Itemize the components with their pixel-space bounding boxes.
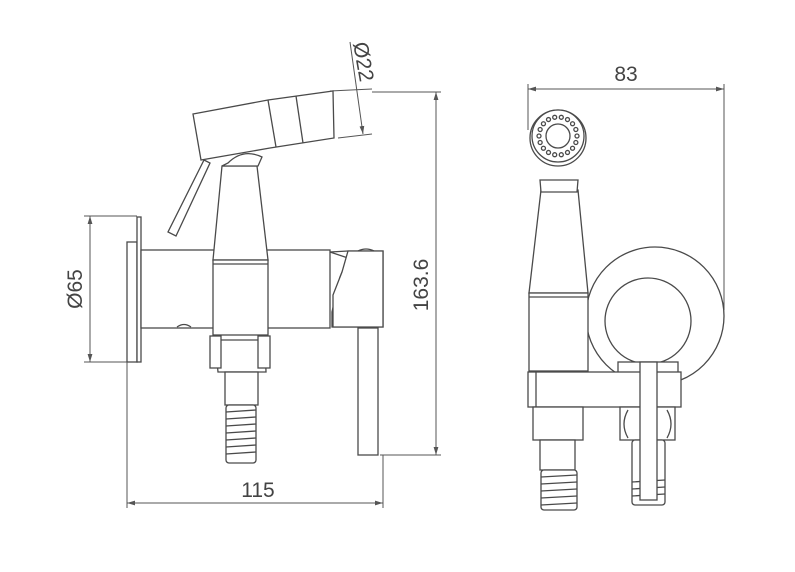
hose-thread-front	[540, 469, 578, 511]
nozzle-hole	[558, 114, 564, 120]
holder-base-front	[528, 292, 589, 372]
front-view: 83	[527, 63, 725, 511]
nozzle-hole	[540, 121, 547, 127]
width-dimension: 83	[527, 63, 725, 310]
nozzle-hole	[537, 126, 543, 133]
valve-lever	[357, 327, 379, 456]
spray-trigger	[167, 159, 211, 237]
nozzle-hole	[573, 126, 579, 133]
nozzle-hole	[545, 149, 552, 156]
height-dimension: 163.6	[372, 91, 441, 456]
mounting-bar	[527, 371, 682, 408]
nut-left	[209, 335, 222, 369]
depth-dimension: 115	[126, 362, 384, 508]
spray-head	[192, 90, 335, 161]
flange-diameter-dimension: Ø65	[64, 215, 137, 363]
nozzle-hole	[558, 152, 564, 158]
nozzle-hole	[540, 145, 547, 151]
nozzle-hole	[552, 114, 558, 120]
wall-flange	[126, 241, 138, 363]
spray-head-front	[529, 109, 587, 167]
spray-head-diameter-dimension: Ø22	[329, 40, 378, 139]
valve-lever-front	[639, 361, 658, 501]
depth-label: 115	[241, 479, 274, 502]
height-label: 163.6	[410, 259, 433, 312]
nut-right	[257, 335, 271, 369]
valve-knob	[604, 277, 692, 365]
width-label: 83	[614, 63, 637, 86]
side-view: Ø65	[64, 40, 441, 508]
nozzle-hole	[569, 145, 576, 151]
nozzle-hole	[569, 121, 576, 127]
hose-thread-left	[225, 404, 257, 464]
nozzle-hole	[545, 116, 552, 123]
holder-cone	[212, 165, 269, 261]
nozzle-hole	[574, 133, 580, 139]
nozzle-hole	[573, 139, 579, 146]
spray-head-diameter-label: Ø22	[348, 40, 378, 83]
holder-cone-front	[528, 189, 589, 294]
nozzle-hole	[564, 149, 571, 156]
flange-diameter-label: Ø65	[64, 269, 87, 309]
nozzle-hole	[552, 152, 558, 158]
holder-base	[212, 259, 269, 336]
nozzle-hole	[564, 116, 571, 123]
nozzle-hole	[537, 139, 543, 146]
nozzle-hole	[536, 133, 542, 139]
